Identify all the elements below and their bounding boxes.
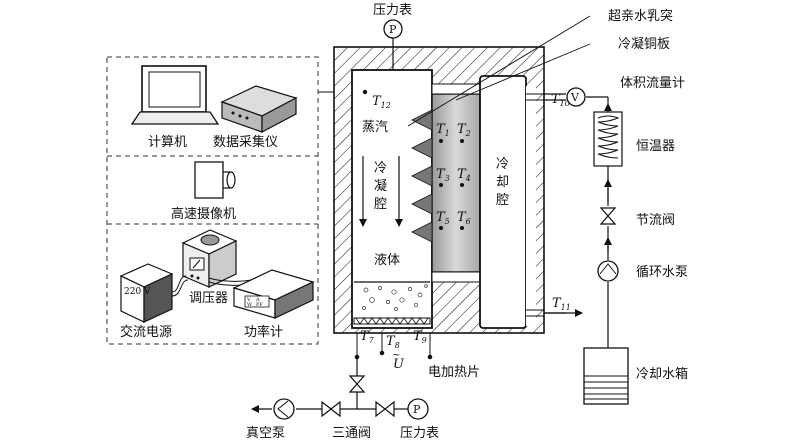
voltage-regulator-icon: [181, 229, 238, 288]
svg-text:P: P: [389, 23, 397, 36]
t11-label: T11: [552, 296, 571, 312]
svg-text:V: V: [570, 91, 580, 104]
gauge-valve-icon: [375, 400, 395, 418]
t1-label: T1: [436, 122, 450, 138]
vacuum-piping: [296, 357, 408, 410]
data-acquisition-icon: [220, 85, 298, 133]
cooling-chamber-label-2: 却: [496, 175, 509, 190]
liquid-pool: [354, 281, 430, 316]
power-meter-icon: [232, 269, 315, 319]
voltage-symbol: U: [393, 357, 405, 372]
flowmeter-label: 体积流量计: [620, 76, 685, 91]
three-way-valve-icon: [321, 400, 341, 418]
computer-label: 计算机: [148, 135, 187, 150]
electric-heater: [353, 317, 431, 325]
bottom-pressure-gauge-icon: [407, 398, 429, 420]
cooling-tank-label: 冷却水箱: [636, 366, 688, 382]
liquid-label: 液体: [374, 253, 400, 268]
svg-text:~: ~: [392, 350, 400, 361]
t8-label: T8: [386, 334, 400, 350]
t12-label: T12: [372, 94, 391, 110]
copper-plate-label: 冷凝铜板: [618, 36, 670, 52]
three-way-valve-label: 三通阀: [332, 426, 371, 441]
throttle-valve-label: 节流阀: [636, 213, 675, 228]
t9-label: T9: [413, 329, 427, 345]
condensing-chamber-label-1: 冷: [374, 161, 387, 176]
condensing-chamber-label-2: 凝: [374, 178, 387, 194]
ac-power-label: 交流电源: [120, 324, 172, 340]
cooling-tank-icon: [583, 347, 629, 405]
camera-label: 高速摄像机: [171, 206, 236, 222]
copper-plate: [431, 93, 481, 273]
power-meter-label: 功率计: [244, 324, 283, 340]
voltage-regulator-label: 调压器: [189, 291, 228, 306]
condensing-chamber-label-3: 腔: [374, 197, 387, 212]
top-pressure-gauge-label: 压力表: [373, 3, 412, 18]
electric-heater-label: 电加热片: [428, 365, 480, 380]
vacuum-pump-label: 真空泵: [246, 426, 285, 441]
t5-label: T5: [436, 210, 450, 226]
meter-a: A: [255, 297, 260, 303]
throttle-valve-icon: [599, 207, 617, 225]
vertical-valve-icon: [348, 375, 366, 393]
computer-icon: [130, 65, 220, 125]
t6-label: T6: [457, 210, 471, 226]
data-acquisition-label: 数据采集仪: [213, 134, 278, 150]
pump-label: 循环水泵: [636, 265, 688, 280]
thermostat-icon: [593, 111, 623, 167]
vapor-label: 蒸汽: [362, 120, 388, 135]
ac-voltage-label: 220 V: [124, 287, 151, 297]
sensor-points: [439, 139, 464, 230]
meter-v: V: [246, 297, 251, 303]
thermostat-label: 恒温器: [636, 139, 675, 154]
meter-pf: PF: [256, 302, 263, 308]
t7-label: T7: [360, 329, 375, 345]
cooling-chamber-label-1: 冷: [496, 157, 509, 172]
camera-icon: [194, 161, 236, 199]
top-pressure-gauge-icon: [383, 19, 403, 39]
bottom-pressure-gauge-label: 压力表: [400, 426, 439, 441]
meter-w: W: [247, 302, 253, 308]
t3-label: T3: [436, 167, 450, 183]
vacuum-pump-icon: [273, 398, 295, 420]
pump-icon: [597, 260, 619, 282]
ac-power-icon: [119, 263, 174, 323]
svg-text:P: P: [413, 403, 421, 416]
t4-label: T4: [457, 167, 471, 183]
t2-label: T2: [457, 122, 471, 138]
cooling-chamber-label-3: 腔: [496, 193, 509, 208]
superhydrophilic-label: 超亲水乳突: [608, 8, 673, 24]
flowmeter-icon: [566, 87, 586, 107]
